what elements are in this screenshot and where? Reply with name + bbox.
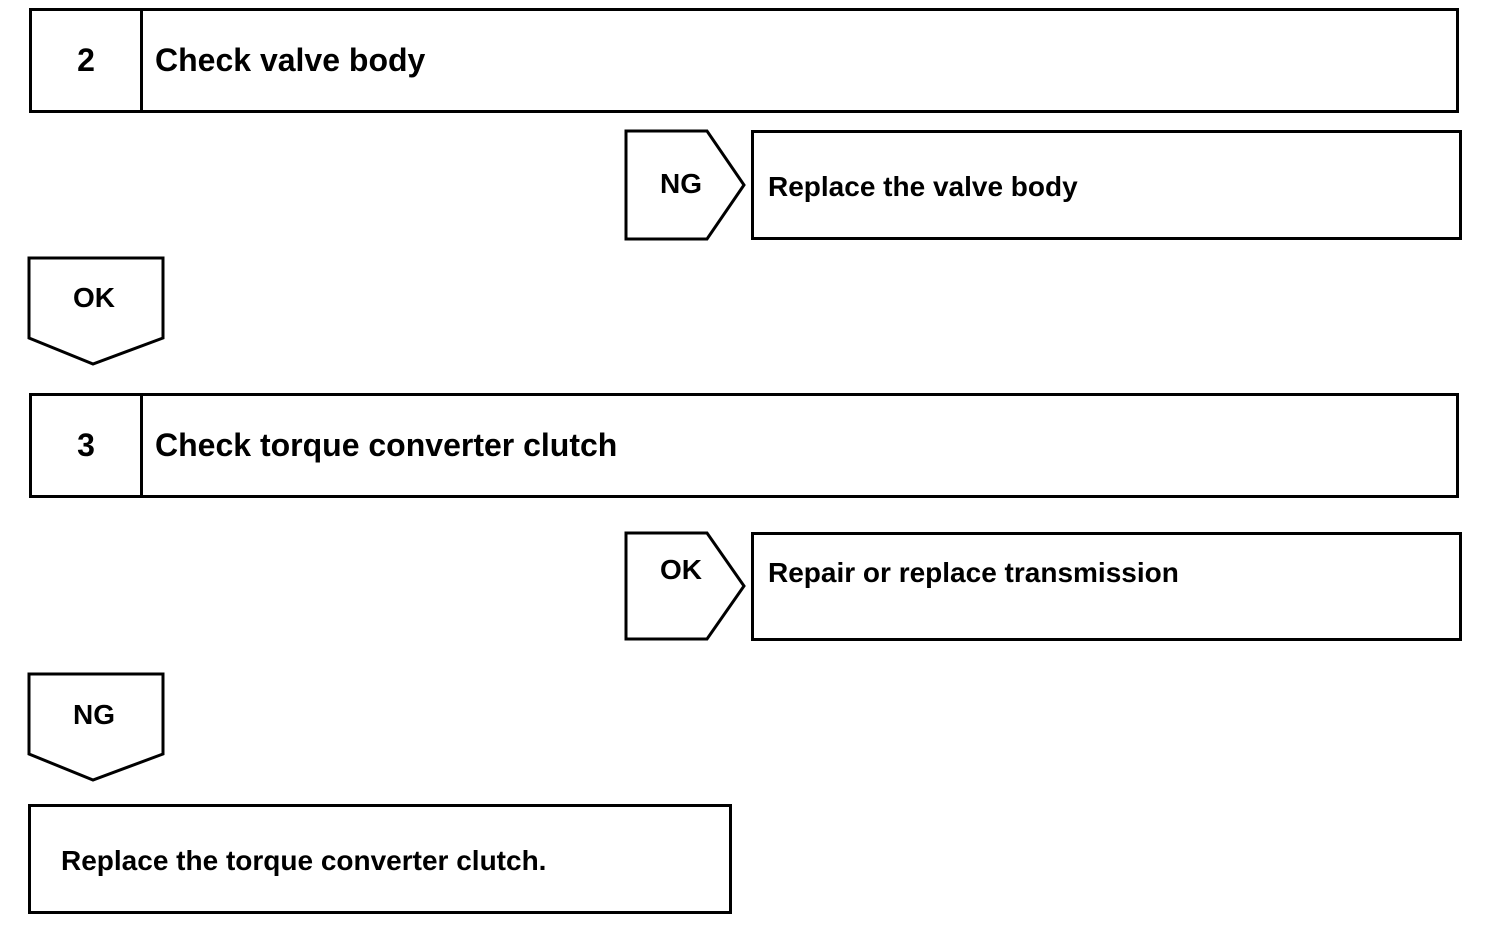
step-2-number: 2 — [32, 11, 143, 110]
step-3-number: 3 — [32, 396, 143, 495]
replace-valve-body-text: Replace the valve body — [768, 171, 1078, 202]
replace-torque-converter-box: Replace the torque converter clutch. — [28, 804, 732, 914]
step-3-ng-label: NG — [73, 699, 115, 730]
step-2-ok-label: OK — [73, 282, 115, 313]
step-3-title: Check torque converter clutch — [155, 427, 618, 463]
step-2-ng-label: NG — [660, 168, 702, 199]
replace-valve-body-box: Replace the valve body — [751, 130, 1462, 240]
step-2-box: 2 Check valve body — [29, 8, 1459, 113]
repair-transmission-text: Repair or replace transmission — [768, 557, 1179, 588]
step-2-ng-arrow — [624, 129, 746, 241]
repair-transmission-box: Repair or replace transmission — [751, 532, 1462, 641]
step-3-ok-label: OK — [660, 554, 702, 585]
step-3-ok-arrow — [624, 531, 746, 641]
step-3-ng-arrow — [27, 672, 165, 782]
step-2-title: Check valve body — [155, 42, 426, 78]
replace-torque-converter-text: Replace the torque converter clutch. — [61, 845, 547, 876]
step-2-ok-arrow — [27, 256, 165, 366]
step-3-box: 3 Check torque converter clutch — [29, 393, 1459, 498]
